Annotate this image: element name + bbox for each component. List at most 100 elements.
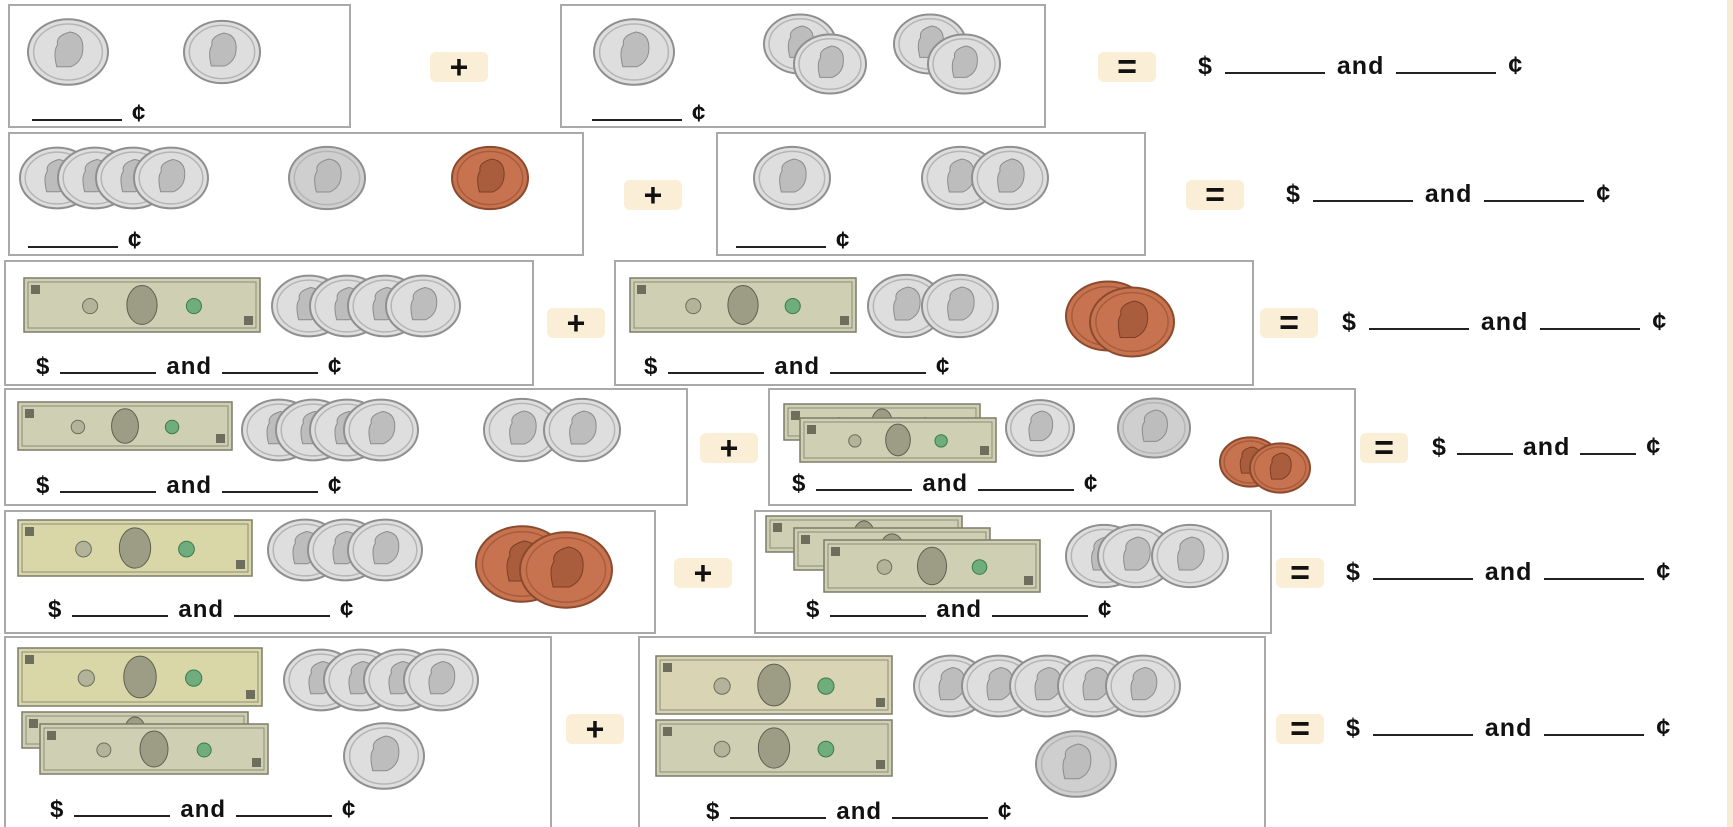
penny-coin <box>519 531 613 609</box>
dollar-sign: $ <box>1346 558 1361 586</box>
quarter-coin <box>921 273 999 339</box>
nickel-coin <box>1117 397 1191 459</box>
and-word: and <box>936 596 983 623</box>
blank-line[interactable] <box>72 614 169 617</box>
quarter-coin <box>927 33 1001 95</box>
answer-dollars-blank[interactable] <box>1224 71 1325 74</box>
answer-dollars-blank[interactable] <box>1372 733 1473 736</box>
equals-sign: = <box>1276 556 1324 590</box>
problem-1-left-label: ¢ <box>32 100 146 128</box>
dollar-sign: $ <box>1342 308 1357 336</box>
blank-line[interactable] <box>222 490 319 493</box>
problem-5-answer: $ and ¢ <box>1346 558 1671 587</box>
answer-dollars-blank[interactable] <box>1312 199 1413 202</box>
and-word: and <box>1480 308 1529 336</box>
answer-cents-blank[interactable] <box>1544 733 1645 736</box>
dollar-sign: $ <box>706 798 721 825</box>
quarter-coin <box>1005 399 1075 457</box>
nickel-coin <box>1035 730 1117 798</box>
blank-line[interactable] <box>60 371 157 374</box>
problem-3-answer: $ and ¢ <box>1342 308 1667 337</box>
equals-sign: = <box>1186 178 1244 212</box>
blank-line[interactable] <box>730 816 827 819</box>
cent-sign: ¢ <box>1656 558 1672 586</box>
quarter-coin <box>183 19 261 85</box>
answer-cents-blank[interactable] <box>1484 199 1585 202</box>
penny-coin <box>451 145 529 211</box>
one-dollar-bill <box>629 277 857 333</box>
problem-2-right-label: ¢ <box>736 227 850 255</box>
blank-line[interactable] <box>592 118 682 121</box>
answer-dollars-blank[interactable] <box>1456 452 1513 455</box>
dollar-sign: $ <box>1286 180 1301 208</box>
dollar-sign: $ <box>1346 714 1361 742</box>
blank-line[interactable] <box>992 614 1089 617</box>
cent-sign: ¢ <box>1652 308 1668 336</box>
equals-sign: = <box>1260 306 1318 340</box>
blank-line[interactable] <box>978 488 1075 491</box>
page-edge <box>1727 0 1733 827</box>
quarter-coin <box>543 397 621 463</box>
problem-1-right-label: ¢ <box>592 100 706 128</box>
and-word: and <box>922 470 969 497</box>
answer-cents-blank[interactable] <box>1580 452 1637 455</box>
problem-5-left-label: $ and ¢ <box>48 596 354 624</box>
quarter-coin <box>483 397 561 463</box>
dollar-sign: $ <box>644 353 659 380</box>
quarter-coin <box>385 274 461 338</box>
blank-line[interactable] <box>28 245 118 248</box>
one-dollar-bill <box>17 401 233 451</box>
quarter-coin <box>793 33 867 95</box>
problem-4-left-label: $ and ¢ <box>36 472 342 500</box>
and-word: and <box>180 796 227 823</box>
answer-dollars-blank[interactable] <box>1372 577 1473 580</box>
one-dollar-bill <box>23 277 261 333</box>
cent-sign: ¢ <box>128 227 143 254</box>
answer-cents-blank[interactable] <box>1540 327 1641 330</box>
and-word: and <box>166 472 213 499</box>
problem-5-right-label: $ and ¢ <box>806 596 1112 624</box>
problem-2-answer: $ and ¢ <box>1286 180 1611 209</box>
blank-line[interactable] <box>234 614 331 617</box>
blank-line[interactable] <box>74 814 171 817</box>
cent-sign: ¢ <box>836 227 851 254</box>
blank-line[interactable] <box>830 371 927 374</box>
blank-line[interactable] <box>60 490 157 493</box>
cent-sign: ¢ <box>1646 433 1662 461</box>
blank-line[interactable] <box>236 814 333 817</box>
dollar-sign: $ <box>36 353 51 380</box>
blank-line[interactable] <box>830 614 927 617</box>
blank-line[interactable] <box>816 488 913 491</box>
half-dollar-coin <box>27 18 109 86</box>
blank-line[interactable] <box>668 371 765 374</box>
blank-line[interactable] <box>32 118 122 121</box>
answer-cents-blank[interactable] <box>1544 577 1645 580</box>
equals-sign: = <box>1360 431 1408 465</box>
and-word: and <box>1522 433 1571 461</box>
one-dollar-bill <box>823 539 1041 593</box>
blank-line[interactable] <box>222 371 319 374</box>
blank-line[interactable] <box>736 245 826 248</box>
quarter-coin <box>1151 523 1229 589</box>
cent-sign: ¢ <box>1084 470 1099 497</box>
half-dollar-coin <box>593 18 675 86</box>
and-word: and <box>1484 558 1533 586</box>
quarter-coin <box>343 398 419 462</box>
problem-4-right-label: $ and ¢ <box>792 470 1098 498</box>
dollar-sign: $ <box>806 596 821 623</box>
plus-sign: + <box>674 557 732 589</box>
cent-sign: ¢ <box>1508 52 1524 80</box>
dollar-sign: $ <box>792 470 807 497</box>
and-word: and <box>166 353 213 380</box>
cent-sign: ¢ <box>328 353 343 380</box>
cent-sign: ¢ <box>936 353 951 380</box>
one-dollar-bill <box>799 417 997 463</box>
problem-4-answer: $ and ¢ <box>1432 433 1661 462</box>
answer-cents-blank[interactable] <box>1396 71 1497 74</box>
answer-dollars-blank[interactable] <box>1368 327 1469 330</box>
blank-line[interactable] <box>892 816 989 819</box>
penny-coin <box>1249 442 1311 494</box>
problem-3-right-label: $ and ¢ <box>644 353 950 381</box>
equals-sign: = <box>1098 50 1156 84</box>
